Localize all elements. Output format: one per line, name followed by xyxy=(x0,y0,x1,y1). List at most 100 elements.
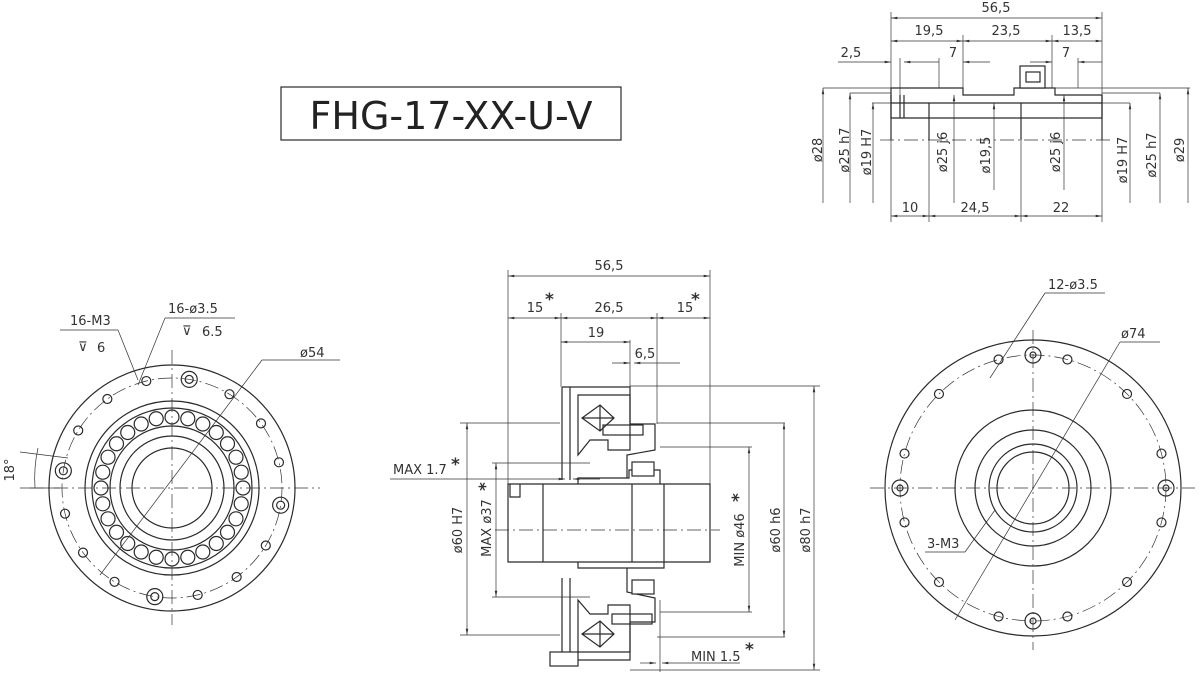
section-max-d37-label: MAX ø37 xyxy=(480,499,495,557)
bolt-hole xyxy=(273,457,285,468)
section-19-dim: 19 xyxy=(588,326,605,341)
asterisk-mark: * xyxy=(729,493,749,502)
bolt-hole xyxy=(1156,517,1167,528)
bearing-ball xyxy=(133,544,149,560)
bolt-hole xyxy=(1062,354,1073,365)
side-right-7-dim: 7 xyxy=(1062,46,1070,61)
rear-pitch-diameter-label: ø74 xyxy=(1121,327,1146,342)
bearing-ball xyxy=(100,449,116,465)
bearing-ball xyxy=(219,436,236,452)
bearing-ball xyxy=(195,544,211,560)
side-diameter-label: ø19 H7 xyxy=(860,129,875,176)
bearing-ball xyxy=(219,524,236,540)
side-seg3-dim: 13,5 xyxy=(1063,24,1092,39)
rear-view: 12-ø3.5 ø74 3-M3 xyxy=(870,278,1195,650)
side-bottom1-dim: 10 xyxy=(902,201,919,216)
bolt-hole xyxy=(933,576,945,588)
front-tapped-holes-label: 16-M3 xyxy=(70,314,111,329)
front-angle-label: 18° xyxy=(3,458,18,481)
asterisk-mark: * xyxy=(451,455,460,475)
bolt-hole xyxy=(993,611,1004,622)
bolt-hole xyxy=(102,393,113,405)
front-pitch-diameter-label: ø54 xyxy=(300,346,325,361)
bearing-ball xyxy=(208,535,224,552)
section-left-dim: 15 xyxy=(527,301,544,316)
asterisk-mark: * xyxy=(476,482,496,491)
drawing-title: FHG-17-XX-U-V xyxy=(310,94,593,138)
bolt-head xyxy=(146,588,164,606)
bolt-hole xyxy=(1121,388,1133,400)
asterisk-mark: * xyxy=(745,640,754,660)
asterisk-mark: * xyxy=(545,290,554,310)
bolt-head xyxy=(180,370,198,388)
bolt-hole xyxy=(899,517,910,528)
side-left-7-dim: 7 xyxy=(949,46,957,61)
bearing-ball xyxy=(148,411,164,427)
title-block: FHG-17-XX-U-V xyxy=(280,86,622,141)
bolt-hole xyxy=(1062,611,1073,622)
bearing-ball xyxy=(195,416,211,432)
side-bottom3-dim: 22 xyxy=(1053,201,1070,216)
bearing-ball xyxy=(148,549,164,565)
section-min-gap-label: MIN 1.5 xyxy=(691,650,741,665)
side-diameter-label: ø25 j6 xyxy=(936,132,951,173)
bearing-ball xyxy=(233,464,249,480)
bolt-hole xyxy=(59,508,71,519)
side-seg2-dim: 23,5 xyxy=(992,24,1021,39)
bolt-hole xyxy=(141,375,152,387)
section-overall-dim: 56,5 xyxy=(595,259,624,274)
side-seg1-dim: 19,5 xyxy=(915,24,944,39)
bearing-ball xyxy=(133,416,149,432)
bearing-ball xyxy=(120,424,136,441)
side-diameter-label: ø19 H7 xyxy=(1116,137,1131,184)
bearing-ball xyxy=(180,549,196,565)
bolt-hole xyxy=(224,389,235,400)
bolt-hole xyxy=(77,547,89,558)
bearing-ball xyxy=(180,411,196,427)
bolt-head xyxy=(54,462,72,480)
depth-symbol-icon: ⊽ xyxy=(182,324,192,339)
bolt-hole xyxy=(993,354,1004,365)
section-d60-H7-label: ø60 H7 xyxy=(451,507,466,554)
bolt-hole xyxy=(255,418,267,429)
side-overall-dim: 56,5 xyxy=(982,1,1011,16)
section-d80-h7-label: ø80 h7 xyxy=(799,507,814,552)
bearing-ball xyxy=(228,511,244,527)
bolt-hole xyxy=(1121,576,1133,588)
bolt-hole xyxy=(231,571,242,583)
side-diameter-label: ø19,5 xyxy=(979,137,994,174)
bolt-socket xyxy=(184,374,194,384)
bearing-ball xyxy=(108,436,125,452)
section-middle-dim: 26,5 xyxy=(595,301,624,316)
bolt-hole xyxy=(933,388,945,400)
side-diameter-label: ø25 j6 xyxy=(1049,132,1064,173)
bolt-hole xyxy=(73,425,84,436)
bearing-ball xyxy=(95,464,111,480)
rear-tapped-holes-label: 3-M3 xyxy=(927,537,959,552)
bearing-ball xyxy=(233,496,249,512)
section-view: 56,5 15 * 26,5 15 * 19 6,5 MAX 1.7 * ø60… xyxy=(390,259,820,672)
front-view: 16-M3 ⊽ 6 16-ø3.5 ⊽ 6.5 ø54 18° xyxy=(3,302,340,625)
bearing-ball xyxy=(208,424,224,441)
side-diameter-label: ø25 h7 xyxy=(1145,132,1160,177)
front-bearing-balls xyxy=(93,409,251,567)
side-left-offset-dim: 2,5 xyxy=(841,46,862,61)
bolt-hole xyxy=(899,448,910,459)
asterisk-mark: * xyxy=(691,290,700,310)
side-diameter-label: ø28 xyxy=(811,138,826,163)
bearing-ball xyxy=(95,496,111,512)
bolt-socket xyxy=(58,466,68,476)
bolt-head xyxy=(272,496,290,514)
side-bottom2-dim: 24,5 xyxy=(961,201,990,216)
bearing-ball xyxy=(120,535,136,552)
side-diameter-label: ø25 h7 xyxy=(838,127,853,172)
bolt-hole xyxy=(109,576,120,587)
section-6-5-dim: 6,5 xyxy=(635,347,656,362)
section-d60-h6-label: ø60 h6 xyxy=(769,507,784,552)
rear-through-holes-label: 12-ø3.5 xyxy=(1048,278,1098,293)
bearing-ball xyxy=(228,449,244,465)
front-bolt-holes xyxy=(54,370,290,606)
front-tapped-depth-label: 6 xyxy=(97,341,105,356)
side-diameter-label: ø29 xyxy=(1173,138,1188,163)
